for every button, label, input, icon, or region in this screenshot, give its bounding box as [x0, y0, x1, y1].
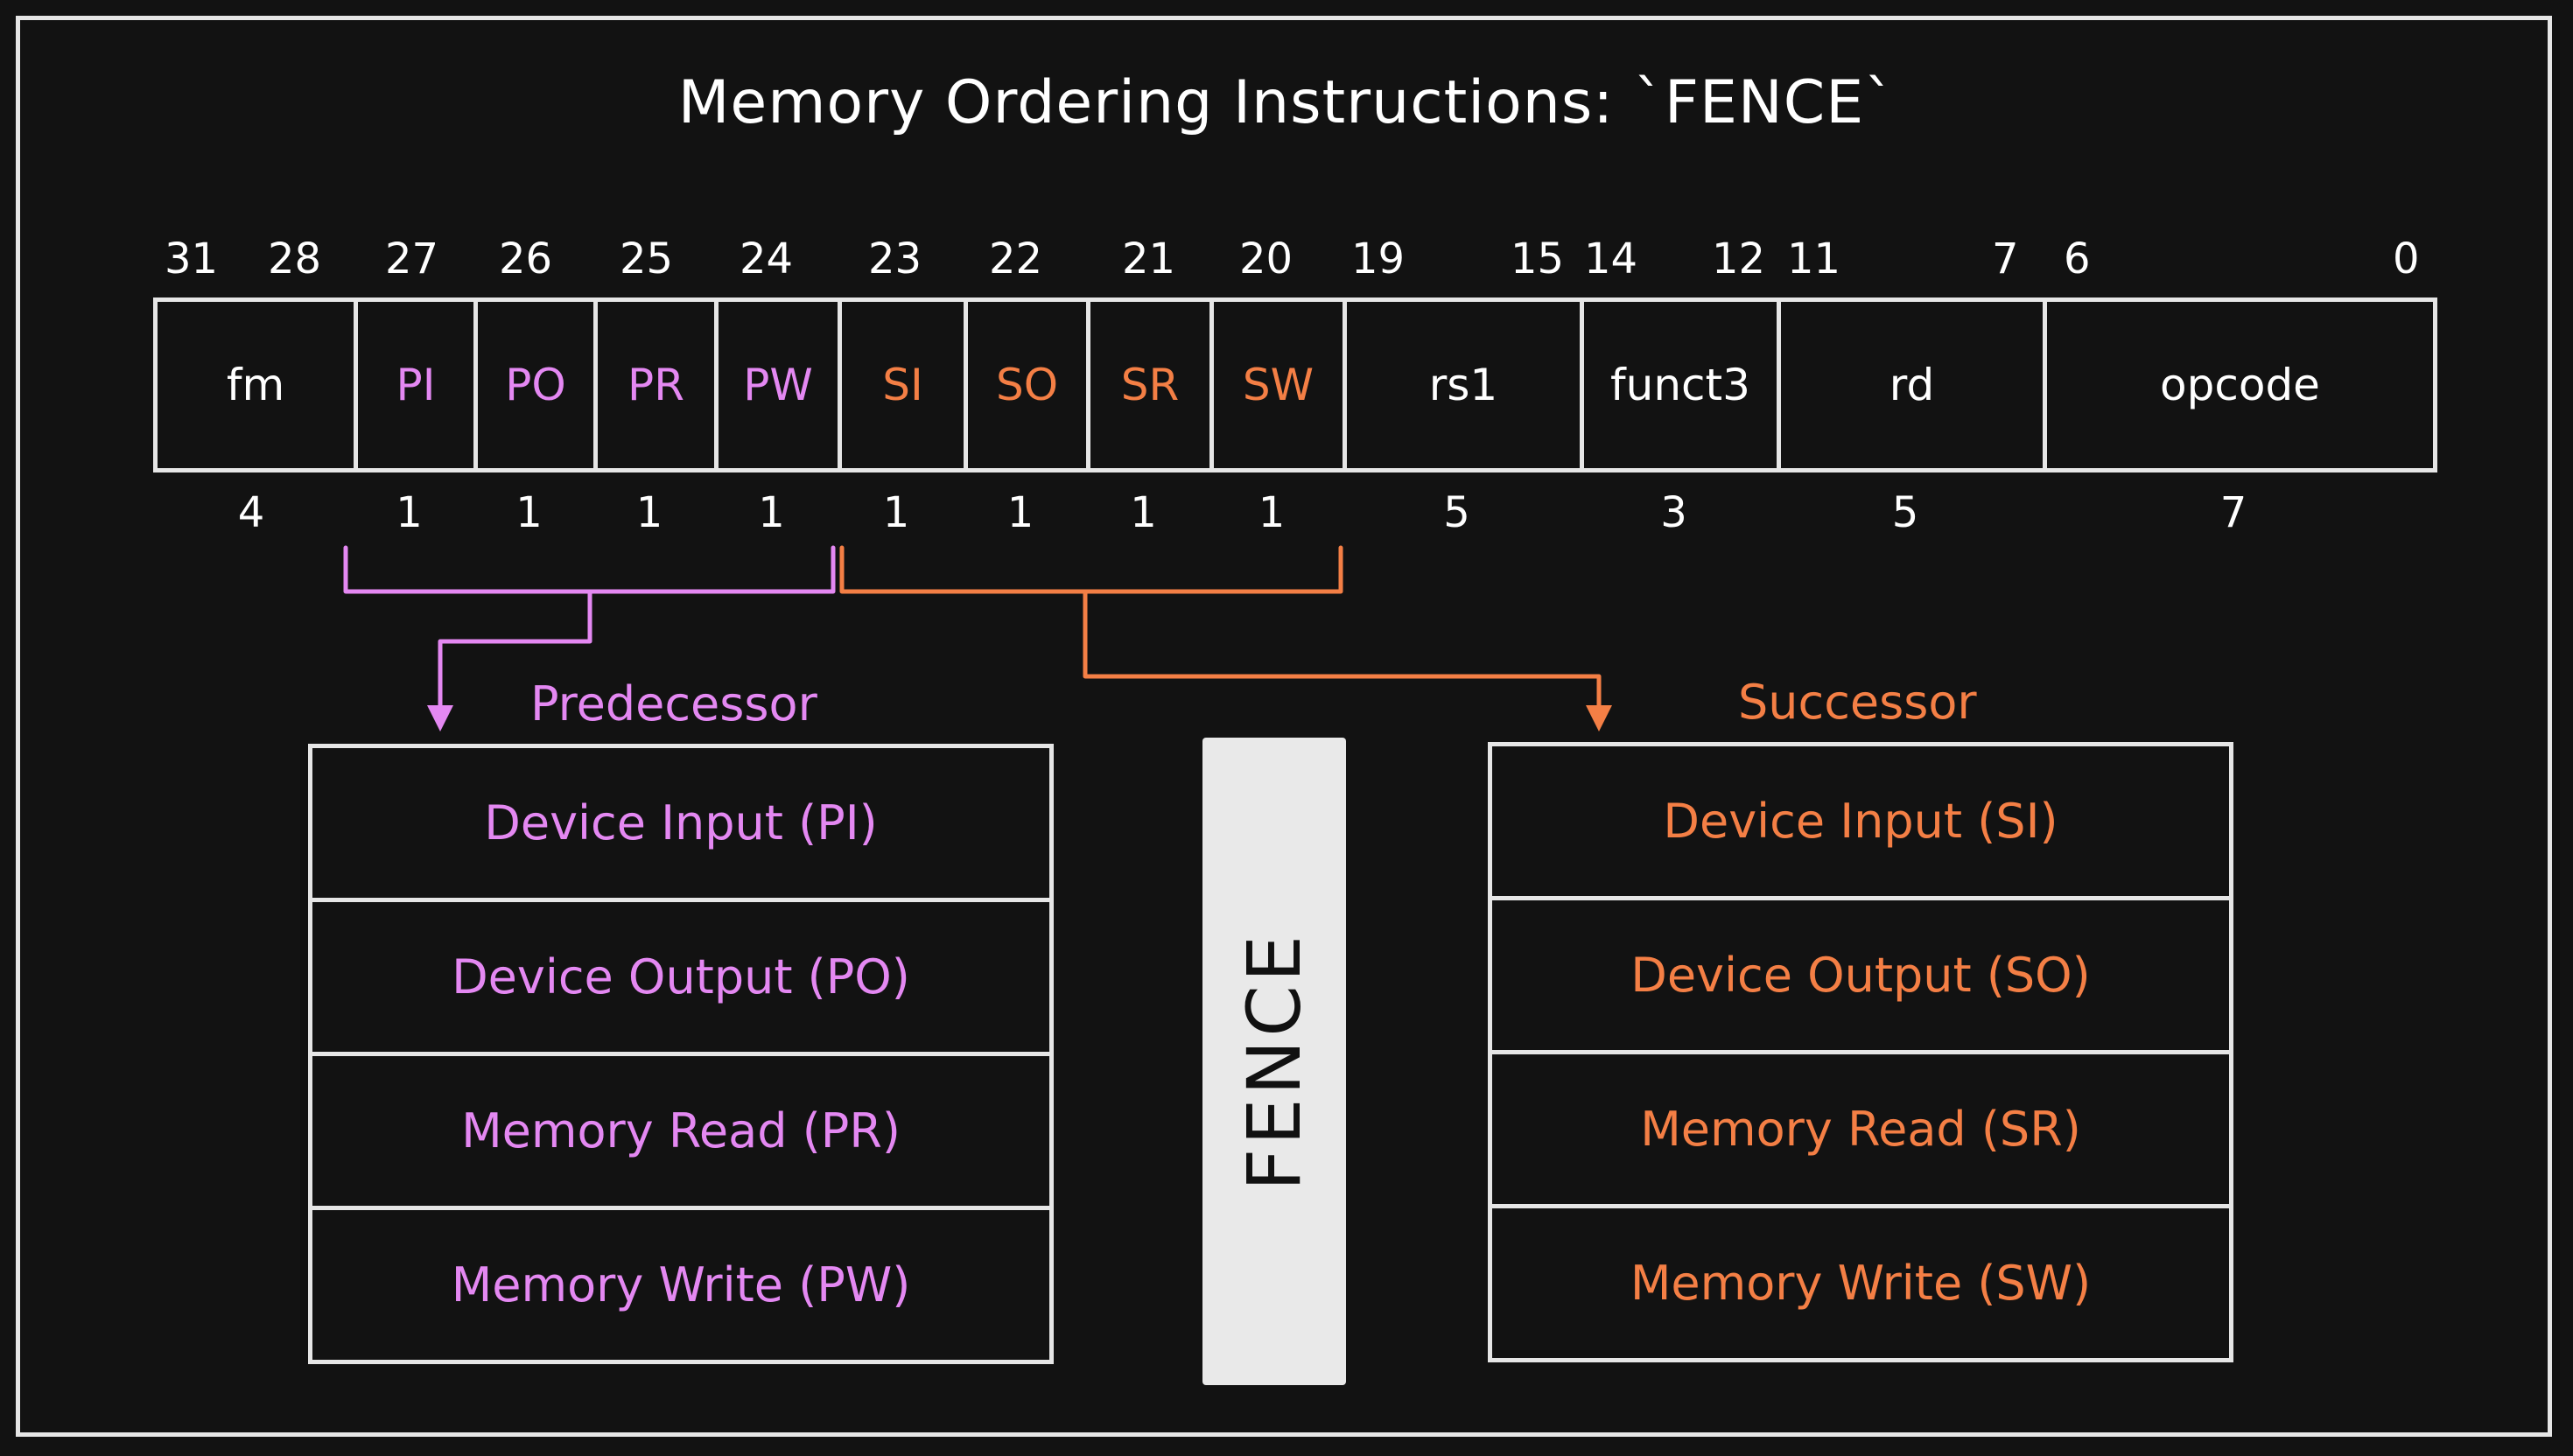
field-sr: SR — [1086, 302, 1209, 468]
successor-item: Device Output (SO) — [1492, 896, 2229, 1050]
field-width: 7 — [2219, 488, 2247, 537]
fence-label: FENCE — [1231, 932, 1317, 1191]
field-po: PO — [473, 302, 593, 468]
bit-number: 26 — [499, 234, 553, 284]
field-si: SI — [838, 302, 964, 468]
bit-number: 22 — [989, 234, 1043, 284]
outer-frame — [16, 16, 2552, 1437]
field-rd: rd — [1777, 302, 2043, 468]
successor-bracket — [839, 545, 1602, 720]
field-pw: PW — [714, 302, 838, 468]
predecessor-bracket — [343, 545, 836, 720]
diagram-title: Memory Ordering Instructions: `FENCE` — [677, 68, 1896, 137]
successor-arrowhead — [1586, 705, 1612, 732]
bit-number: 25 — [620, 234, 674, 284]
field-width: 1 — [396, 488, 423, 537]
field-width: 1 — [1258, 488, 1286, 537]
predecessor-item: Memory Read (PR) — [312, 1052, 1049, 1206]
successor-table: Device Input (SI) Device Output (SO) Mem… — [1488, 742, 2233, 1362]
predecessor-item: Memory Write (PW) — [312, 1206, 1049, 1360]
bit-number: 20 — [1239, 234, 1294, 284]
field-so: SO — [964, 302, 1086, 468]
predecessor-item: Device Output (PO) — [312, 898, 1049, 1052]
bit-number: 6 — [2064, 234, 2091, 284]
bit-number: 19 — [1351, 234, 1406, 284]
field-width: 5 — [1891, 488, 1919, 537]
bit-number: 31 — [165, 234, 219, 284]
field-width: 5 — [1443, 488, 1470, 537]
successor-item: Memory Read (SR) — [1492, 1050, 2229, 1204]
field-width: 1 — [758, 488, 785, 537]
field-funct3: funct3 — [1580, 302, 1777, 468]
predecessor-arrowhead — [427, 705, 453, 732]
field-width: 3 — [1660, 488, 1687, 537]
field-width: 4 — [237, 488, 265, 537]
predecessor-item: Device Input (PI) — [484, 795, 878, 850]
predecessor-title: Predecessor — [530, 676, 817, 732]
bit-number: 24 — [740, 234, 794, 284]
field-width: 1 — [635, 488, 663, 537]
field-pi: PI — [354, 302, 473, 468]
bit-number: 23 — [868, 234, 922, 284]
field-width: 1 — [515, 488, 543, 537]
field-fm: fm — [226, 360, 285, 410]
field-width: 1 — [1130, 488, 1157, 537]
successor-item: Memory Write (SW) — [1492, 1204, 2229, 1358]
successor-title: Successor — [1738, 675, 1977, 730]
successor-item: Device Input (SI) — [1663, 794, 2058, 849]
bit-number: 14 — [1584, 234, 1638, 284]
bit-number: 27 — [385, 234, 439, 284]
field-sw: SW — [1209, 302, 1343, 468]
field-width: 1 — [882, 488, 910, 537]
bit-number: 12 — [1712, 234, 1766, 284]
bit-number: 28 — [268, 234, 322, 284]
fence-bar — [1202, 738, 1346, 1385]
field-width: 1 — [1006, 488, 1034, 537]
field-pr: PR — [593, 302, 714, 468]
bit-number: 21 — [1122, 234, 1176, 284]
field-rs1: rs1 — [1343, 302, 1580, 468]
predecessor-table: Device Input (PI) Device Output (PO) Mem… — [308, 744, 1054, 1364]
instruction-format-row: fm PI PO PR PW SI SO SR SW rs1 funct3 rd… — [153, 298, 2437, 472]
bit-number: 0 — [2393, 234, 2420, 284]
bit-number: 11 — [1787, 234, 1841, 284]
bit-number: 15 — [1511, 234, 1565, 284]
bit-number: 7 — [1992, 234, 2019, 284]
field-opcode: opcode — [2043, 302, 2433, 468]
